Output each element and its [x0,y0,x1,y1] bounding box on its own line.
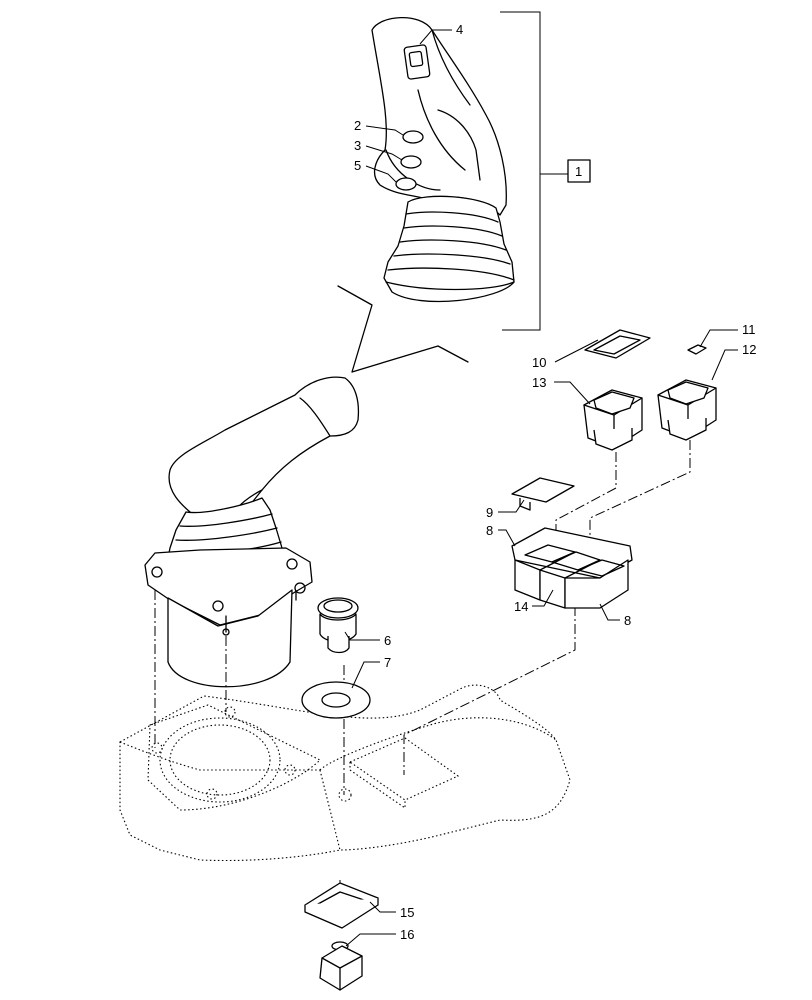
bottom-connector [319,941,363,991]
callout-10: 10 [532,355,546,370]
joystick-assembly [144,376,360,688]
washer [301,681,371,719]
detail-breakout-line [337,285,469,373]
lens-frame [584,329,651,359]
leader-lines [344,29,738,947]
callout-9: 9 [486,505,493,520]
callout-16: 16 [400,927,414,942]
callout-8-lower: 8 [624,613,631,628]
callout-12: 12 [742,342,756,357]
rocker-switch-left [583,389,643,451]
callout-5: 5 [354,158,361,173]
callout-7: 7 [384,655,391,670]
callout-4: 4 [456,22,463,37]
small-lens [687,344,707,355]
blank-plug [511,477,575,511]
connector-plug [317,597,359,654]
callout-1: 1 [575,164,582,179]
callout-13: 13 [532,375,546,390]
assembly-bracket [500,11,591,331]
joystick-handle-detail [371,17,507,216]
rocker-switch-right [657,379,717,441]
callout-15: 15 [400,905,414,920]
callout-labels: 1 2 3 4 5 6 7 8 8 9 10 11 12 13 14 15 16 [354,22,756,942]
callout-6: 6 [384,633,391,648]
callout-14: 14 [514,599,528,614]
handle-bellows-detail [383,195,515,303]
callout-11: 11 [742,322,756,337]
switch-panel [511,527,633,609]
callout-2: 2 [354,118,361,133]
bottom-frame [304,882,379,929]
callout-8-upper: 8 [486,523,493,538]
callout-3: 3 [354,138,361,153]
console-base [119,684,571,862]
